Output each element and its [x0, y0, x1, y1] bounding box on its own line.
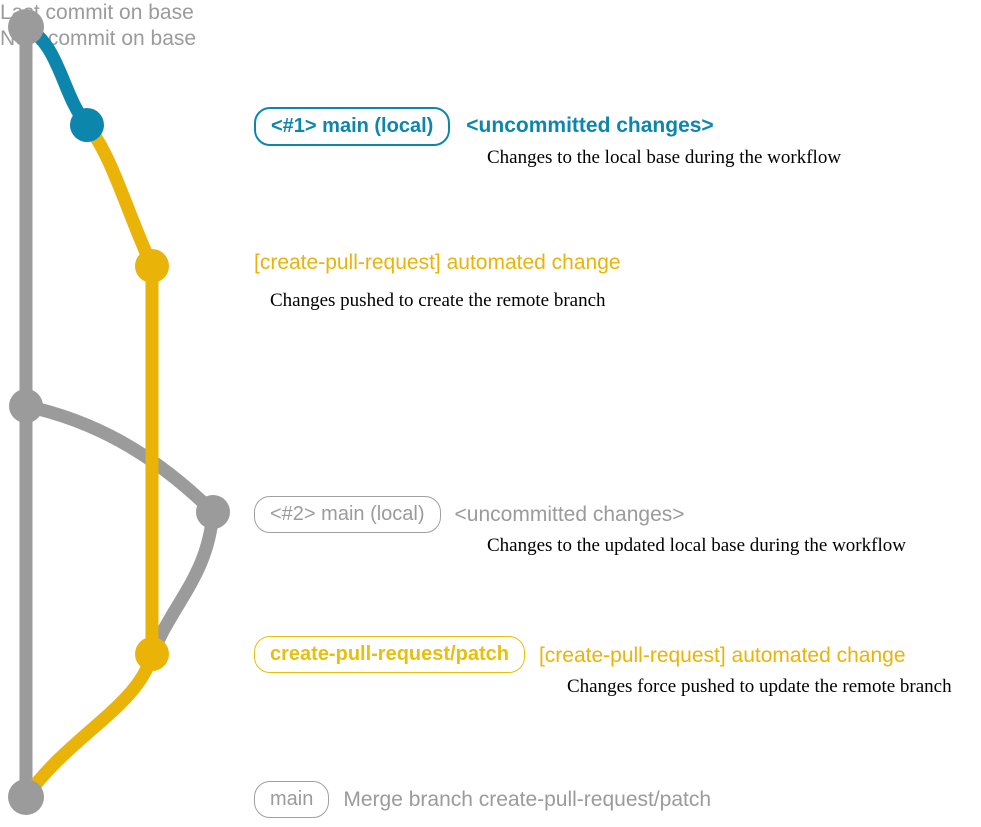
commit-subject-patch-2: [create-pull-request] automated change: [538, 644, 906, 667]
local-commit-node-1: [70, 108, 104, 142]
commit-row-local-1: <#1> main (local) <uncommitted changes>: [254, 107, 714, 146]
commit-description-local-1: Changes to the local base during the wor…: [487, 147, 842, 168]
commit-row-patch-1: [create-pull-request] automated change: [254, 252, 621, 273]
commit-row-local-2: <#2> main (local) <uncommitted changes>: [254, 496, 685, 533]
base-commit-node-new: [9, 389, 43, 423]
local-commit-node-2: [196, 495, 230, 529]
commit-row-merge: main Merge branch create-pull-request/pa…: [254, 781, 711, 818]
patch-commit-node-1: [135, 249, 169, 283]
base-to-local2-line: [19, 399, 220, 519]
commit-description-local-2: Changes to the updated local base during…: [487, 535, 906, 556]
annotation-last-commit-on-base: Last commit on base: [0, 1, 194, 24]
commit-subject-local-1: <uncommitted changes>: [466, 114, 714, 137]
commit-subject-patch-1: [create-pull-request] automated change: [254, 251, 621, 274]
commit-subject-merge: Merge branch create-pull-request/patch: [343, 788, 712, 811]
merge-commit-node: [8, 779, 44, 815]
patch-to-merge-line: [19, 647, 159, 804]
branch-badge-main-local-2[interactable]: <#2> main (local): [254, 496, 441, 533]
branch-badge-main-local-1[interactable]: <#1> main (local): [254, 107, 451, 146]
branch-badge-main[interactable]: main: [254, 781, 330, 818]
patch-branch-line: [80, 118, 159, 661]
commit-description-patch-1: Changes pushed to create the remote bran…: [270, 290, 606, 311]
commit-description-patch-2: Changes force pushed to update the remot…: [567, 676, 952, 697]
commit-subject-local-2: <uncommitted changes>: [454, 503, 685, 526]
commit-row-patch-2: create-pull-request/patch [create-pull-r…: [254, 636, 906, 673]
patch-commit-node-2: [135, 637, 169, 671]
annotation-new-commit-on-base: New commit on base: [0, 27, 197, 50]
branch-badge-create-pull-request-patch[interactable]: create-pull-request/patch: [254, 636, 525, 673]
local2-to-patch2-line: [145, 505, 220, 661]
